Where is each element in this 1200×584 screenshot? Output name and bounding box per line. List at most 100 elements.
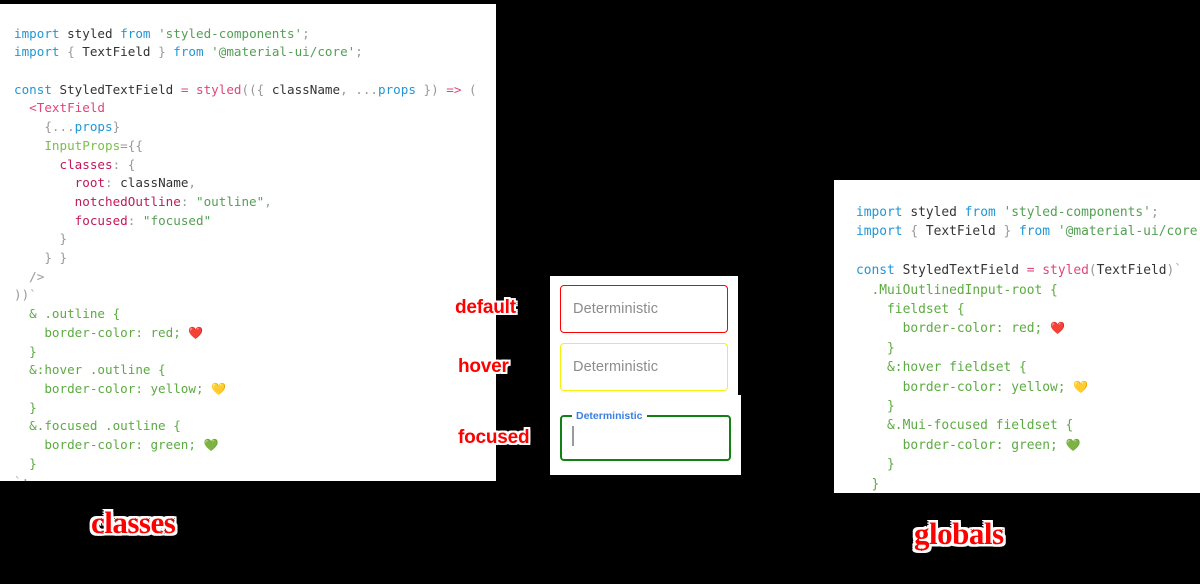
code-token: : [180,193,196,209]
code-token: , [264,193,272,209]
code-token: styled [195,81,242,97]
code-token: &.focused .outline { [14,418,181,434]
code-token: } [14,455,37,471]
caption-globals: globals [914,516,1004,551]
code-token: , [188,175,197,191]
code-token: = [1019,263,1043,279]
code-token: border-color: red; [856,321,1051,337]
code-token: ` [29,287,37,303]
code-token: => [446,81,462,97]
textfield-default-label: Deterministic [573,301,659,317]
code-token: < [14,100,37,116]
code-token: import [856,204,911,220]
code-token: .MuiOutlinedInput-root { [856,282,1058,298]
code-token: ) [431,81,447,97]
textfield-default[interactable]: Deterministic [560,285,728,333]
code-token: { [256,81,272,97]
code-token: ={{ [120,137,143,153]
code-token: ... [51,119,75,135]
code-token: } [158,44,166,60]
code-token: styled [910,204,957,220]
textfield-hover[interactable]: Deterministic [560,343,728,391]
textfield-demo-stack: Deterministic Deterministic Deterministi… [550,276,741,475]
annotation-focused: focused [458,427,530,448]
code-token: border-color: yellow; [856,379,1074,395]
code-token: &:hover .outline { [14,362,166,378]
code-token: '@material-ui/core' [211,44,356,60]
code-token: className [271,81,341,97]
code-token: } [14,399,37,415]
code-token: ( [461,81,477,97]
textfield-focused-outline: Deterministic [560,411,731,461]
code-token: ❤️ [188,325,204,340]
code-token: focused [14,212,128,228]
text-cursor-icon [572,426,574,446]
code-token: border-color: red; [14,324,189,340]
code-token: classes [14,156,113,172]
code-token: : [127,212,143,228]
code-panel-classes: import styled from 'styled-components'; … [0,4,496,481]
code-token: } [1003,224,1012,240]
code-token: ( [1088,263,1097,279]
annotation-default: default [455,297,516,318]
textfield-focused[interactable]: Deterministic [560,411,731,461]
code-token: ❤️ [1050,321,1065,336]
code-token: 'styled-components' [1003,204,1151,220]
code-token: ; [22,474,30,481]
code-token: ; [1150,204,1159,220]
code-token: = [173,81,196,97]
code-token: import [14,25,68,41]
caption-classes: classes [91,505,176,540]
code-block-classes: import styled from 'styled-components'; … [14,25,496,481]
code-block-globals: import styled from 'styled-components'; … [856,203,1200,493]
code-token: } [14,231,68,247]
code-token: : [105,175,121,191]
code-token: "focused" [142,212,212,228]
code-token: border-color: green; [14,437,204,453]
code-token: fieldset { [856,301,965,317]
code-token: from [112,25,159,41]
code-token: TextField [36,100,105,116]
code-token: import [856,224,911,240]
code-token: 💛 [211,381,227,396]
code-token: ` [1174,263,1183,279]
code-token: InputProps [14,137,121,153]
code-token: from [956,204,1004,220]
code-token: const [14,81,60,97]
code-token: )) [14,287,30,303]
code-token: 💚 [1065,437,1081,452]
code-panel-globals: import styled from 'styled-components'; … [834,180,1200,493]
code-token: from [1011,224,1058,240]
code-token: TextField [74,44,159,60]
code-token: notchedOutline [14,193,181,209]
code-token: (( [241,81,257,97]
code-token: '@material-ui/core' [1057,224,1200,240]
code-token: 💚 [203,438,219,453]
code-token: root [14,175,105,191]
code-token: className [120,175,189,191]
code-token: from [165,44,212,60]
code-token: const [856,263,903,279]
code-token: border-color: yellow; [14,380,212,396]
code-token: ; [355,44,363,60]
code-token: props [378,81,416,97]
code-token: styled [1042,263,1089,279]
code-token: TextField [1096,263,1167,279]
code-token: props [74,119,113,135]
code-token: TextField [918,224,1004,240]
code-token: } [856,476,880,492]
code-token: &.Mui-focused fieldset { [856,418,1074,434]
code-token: } [856,340,895,356]
code-token: 'styled-components' [158,25,303,41]
code-token: } [856,398,895,414]
code-token: } } [14,250,68,266]
code-token: ) [1166,263,1175,279]
code-token: : { [112,156,136,172]
code-token: ... [355,81,378,97]
code-token: } [112,119,121,135]
annotation-hover: hover [458,356,509,377]
code-token: StyledTextField [902,263,1019,279]
code-token: { [14,119,52,135]
code-token: } [856,457,895,473]
textfield-hover-label: Deterministic [573,359,659,375]
